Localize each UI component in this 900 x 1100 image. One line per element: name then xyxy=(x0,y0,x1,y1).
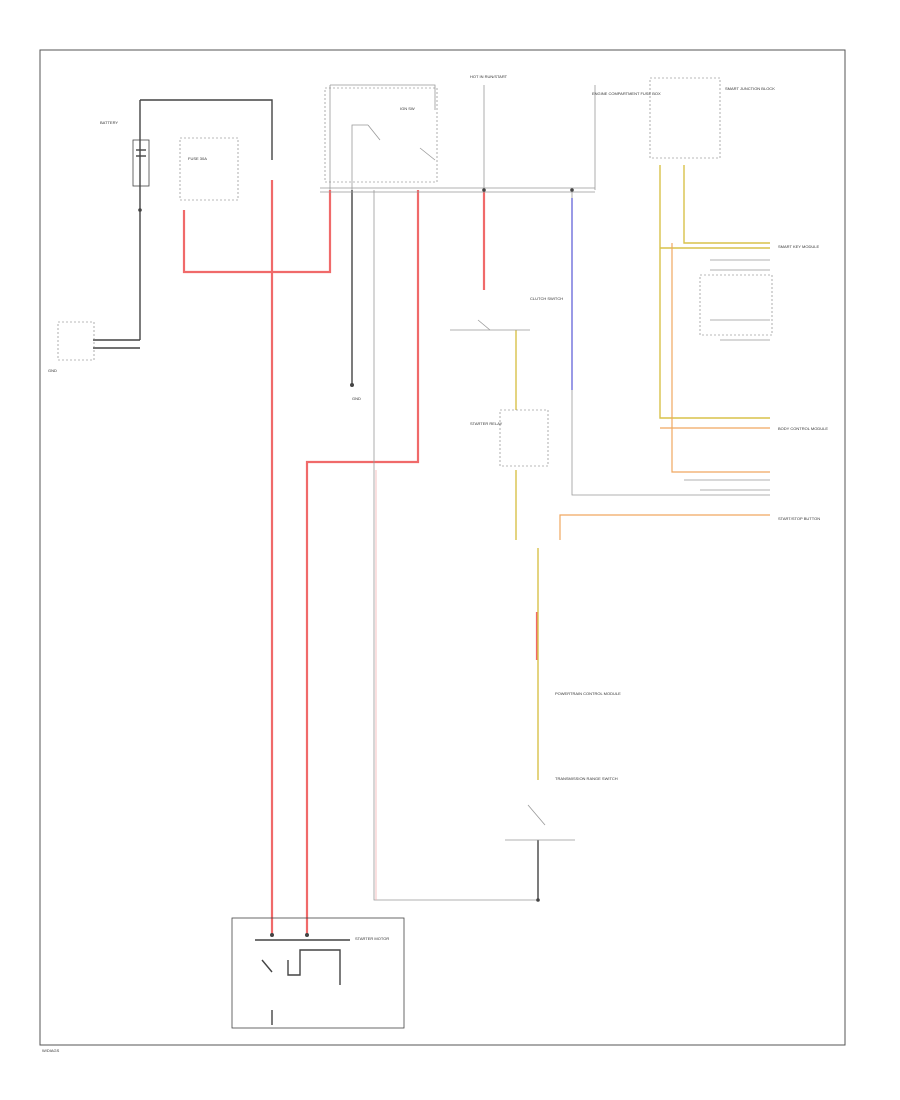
ground-point-label: GND xyxy=(352,396,361,401)
battery-label: BATTERY xyxy=(100,120,118,125)
hot-run-label: HOT IN RUN/START xyxy=(470,74,508,79)
range-switch: TRANSMISSION RANGE SWITCH xyxy=(505,776,618,841)
engine-fuse-box: ENGINE COMPARTMENT FUSE BOX xyxy=(592,91,661,96)
footer-code: W/DIAGS xyxy=(42,1048,60,1053)
ign-switch: IGN SW xyxy=(324,87,438,183)
fuse-label: FUSE 30A xyxy=(188,156,207,161)
connector-dots xyxy=(138,188,574,937)
signal-wires xyxy=(375,165,770,900)
starter-motor: STARTER MOTOR xyxy=(231,917,405,1029)
smart-key-label: SMART KEY MODULE xyxy=(778,244,819,249)
engine-box-label: ENGINE COMPARTMENT FUSE BOX xyxy=(592,91,661,96)
red-power-wires xyxy=(182,180,539,935)
pcm-block: POWERTRAIN CONTROL MODULE xyxy=(555,691,621,696)
ign-relay-fuse: HOT IN RUN/START xyxy=(470,74,508,79)
battery-sensor: GND xyxy=(48,321,95,373)
battery-sensor-label: GND xyxy=(48,368,57,373)
smart-junction-label: SMART JUNCTION BLOCK xyxy=(725,86,775,91)
starter-relay: STARTER RELAY xyxy=(470,409,549,467)
starter-motor-label: STARTER MOTOR xyxy=(355,936,389,941)
clutch-switch-label: CLUTCH SWITCH xyxy=(530,296,563,301)
body-control-label: BODY CONTROL MODULE xyxy=(778,426,828,431)
pcm-label: POWERTRAIN CONTROL MODULE xyxy=(555,691,621,696)
black-wires xyxy=(93,84,770,1025)
range-switch-label: TRANSMISSION RANGE SWITCH xyxy=(555,776,618,781)
start-stop-label: START/STOP BUTTON xyxy=(778,516,820,521)
fuse-block: FUSE 30A xyxy=(179,137,239,201)
right-connectors: SMART KEY MODULE BODY CONTROL MODULE STA… xyxy=(699,244,828,521)
diagram-frame xyxy=(39,49,846,1046)
clutch-switch: CLUTCH SWITCH xyxy=(450,296,563,331)
battery-symbol: BATTERY xyxy=(100,120,150,187)
smart-junction-box: SMART JUNCTION BLOCK xyxy=(649,77,775,159)
ground-point: GND xyxy=(352,396,361,401)
ign-sw-label: IGN SW xyxy=(400,106,415,111)
starter-relay-label: STARTER RELAY xyxy=(470,421,503,426)
